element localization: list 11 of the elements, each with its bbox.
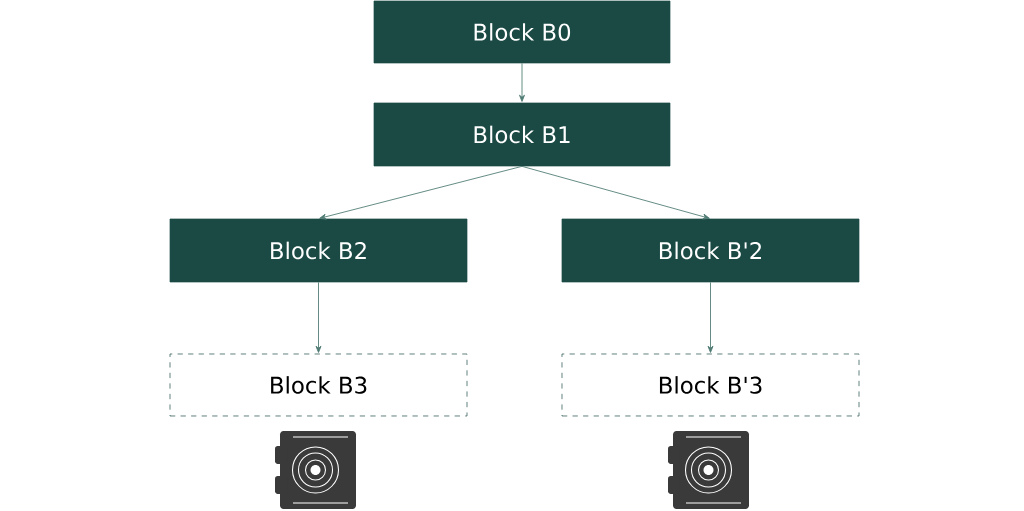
- arrow: [315, 281, 322, 353]
- block-box: Block B2: [169, 218, 468, 283]
- arrow: [521, 165, 710, 220]
- dashed-block-box: Block B'3: [561, 353, 860, 417]
- arrow: [319, 165, 523, 220]
- arrow: [707, 281, 714, 353]
- block-box: Block B'2: [561, 218, 860, 283]
- arrow: [519, 62, 525, 102]
- block-box: Block B0: [373, 0, 671, 64]
- dashed-block-box: Block B3: [169, 353, 468, 417]
- block-box: Block B1: [373, 102, 671, 167]
